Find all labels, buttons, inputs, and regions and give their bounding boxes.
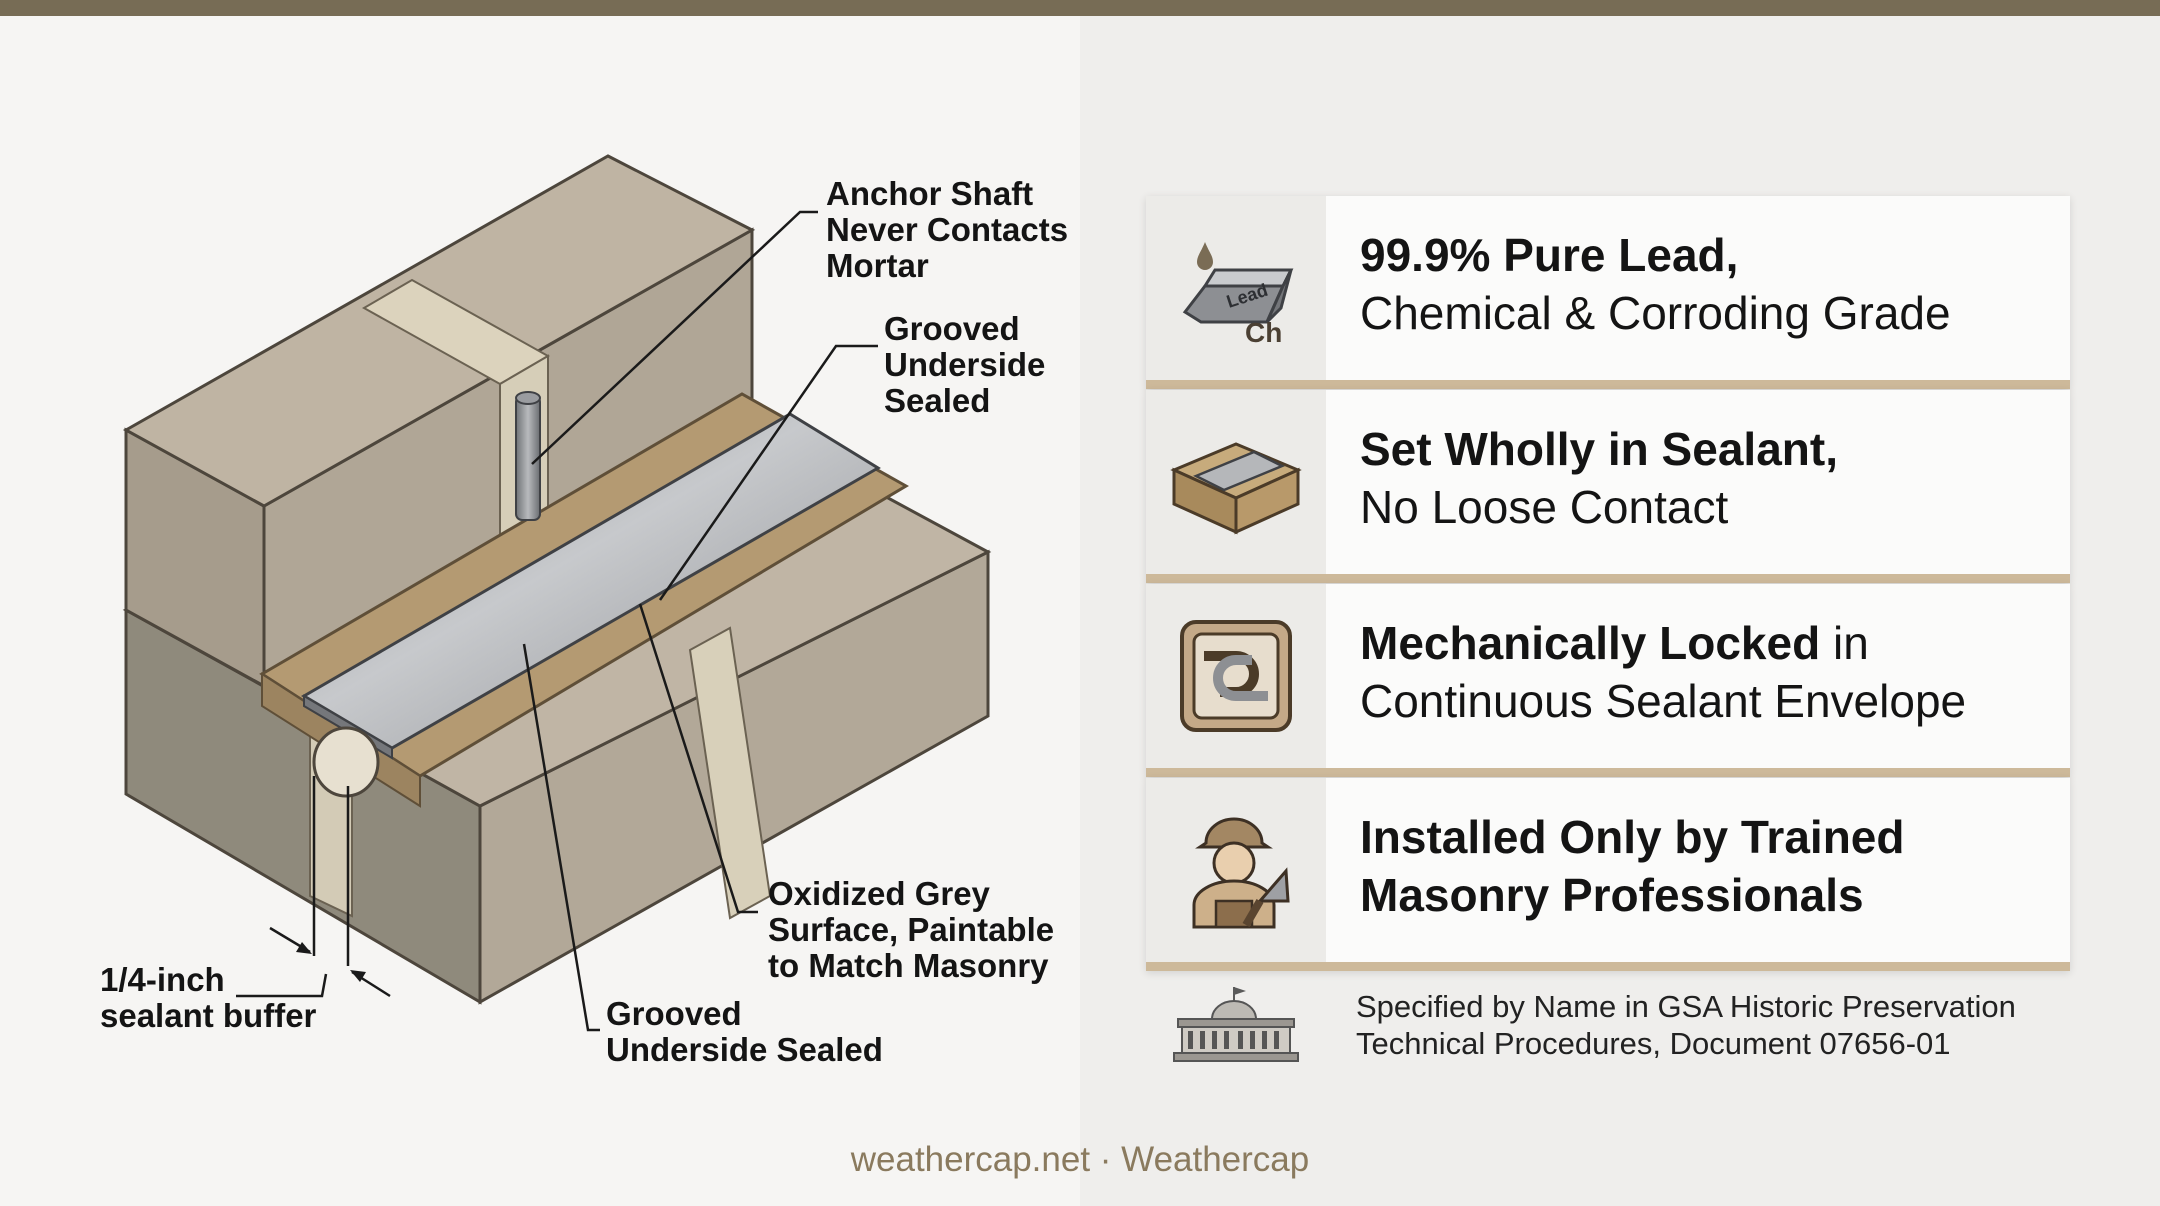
top-accent-bar — [0, 0, 2160, 16]
leader-anchor — [531, 210, 818, 465]
callout-sealant-buffer: 1/4-inch sealant buffer — [100, 961, 317, 1034]
spec-line-2: Technical Procedures, Document 07656-01 — [1356, 1026, 1951, 1061]
anchor-shaft-top — [515, 391, 541, 405]
mason-worker-icon — [1146, 778, 1326, 962]
feature-card-trained-masons: Installed Only by Trained Masonry Profes… — [1146, 778, 2070, 971]
chemical-symbol: Ch — [1245, 317, 1282, 348]
anchor-shaft — [515, 395, 541, 521]
leader-grooved-top — [658, 344, 878, 601]
feature-title-bold: Mechanically Locked — [1360, 617, 1821, 669]
spec-line-1: Specified by Name in GSA Historic Preser… — [1356, 989, 2016, 1024]
backer-rod — [312, 726, 380, 798]
callout-grooved-underside-top: Grooved Underside Sealed — [884, 310, 1046, 419]
buffer-arrowhead-right — [350, 970, 366, 982]
sealed-flashing-block-icon — [1146, 390, 1326, 574]
spec-reference: Specified by Name in GSA Historic Preser… — [1356, 988, 2076, 1062]
feature-title: 99.9% Pure Lead, — [1360, 229, 1739, 281]
feature-text: 99.9% Pure Lead, Chemical & Corroding Gr… — [1360, 226, 2050, 342]
leader-grooved-bottom — [522, 643, 600, 1032]
buffer-arrowhead-left — [296, 942, 312, 954]
lower-mortar-joint — [688, 626, 772, 920]
feature-title-rest: in — [1820, 617, 1869, 669]
feature-card-mechanical-lock: Mechanically Locked in Continuous Sealan… — [1146, 584, 2070, 777]
feature-subtitle: Continuous Sealant Envelope — [1360, 675, 1967, 727]
feature-subtitle: Masonry Professionals — [1360, 869, 1864, 921]
masonry-joint-diagram — [122, 154, 992, 1032]
feature-card-pure-lead: Lead Ch 99.9% Pure Lead, Chemical & Corr… — [1146, 196, 2070, 389]
callout-oxidized-surface: Oxidized Grey Surface, Paintable to Matc… — [768, 875, 1055, 984]
feature-title: Set Wholly in Sealant, — [1360, 423, 1838, 475]
feature-text: Installed Only by Trained Masonry Profes… — [1360, 808, 2050, 924]
feature-title: Installed Only by Trained — [1360, 811, 1905, 863]
feature-text: Set Wholly in Sealant, No Loose Contact — [1360, 420, 2050, 536]
feature-subtitle: Chemical & Corroding Grade — [1360, 287, 1951, 339]
footer-attribution: weathercap.net · Weathercap — [850, 1140, 1310, 1179]
callout-anchor-shaft: Anchor Shaft Never Contacts Mortar — [826, 175, 1069, 284]
leader-oxidized — [638, 603, 758, 914]
lead-ingot-icon: Lead Ch — [1146, 196, 1326, 380]
leader-buffer — [236, 973, 328, 998]
callout-grooved-underside-bottom: Grooved Underside Sealed — [606, 995, 883, 1068]
feature-subtitle: No Loose Contact — [1360, 481, 1729, 533]
feature-text: Mechanically Locked in Continuous Sealan… — [1360, 614, 2050, 730]
mechanical-lock-icon — [1146, 584, 1326, 768]
feature-title: Mechanically Locked in — [1360, 614, 2050, 672]
feature-card-sealant: Set Wholly in Sealant, No Loose Contact — [1146, 390, 2070, 583]
capitol-building-icon — [1173, 987, 1299, 1062]
